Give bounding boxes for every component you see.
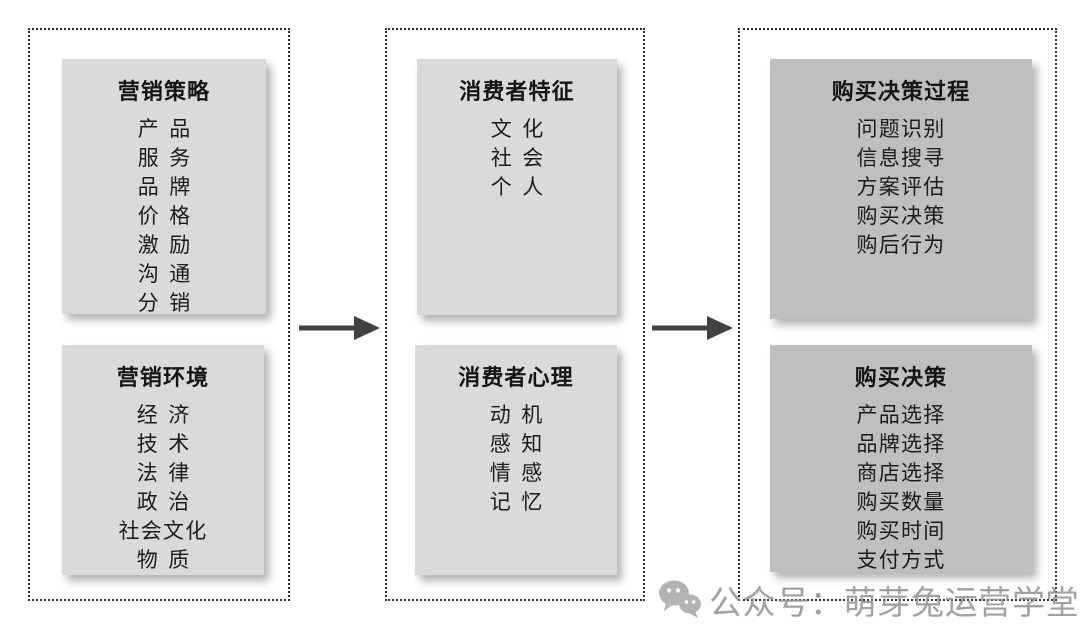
- list-item: 沟通: [137, 262, 201, 286]
- list-item: 购后行为: [856, 233, 946, 257]
- box-marketing-environment: 营销环境 经济 技术 法律 政治 社会文化 物质: [62, 345, 264, 575]
- list-item: 激励: [137, 233, 201, 257]
- list-item: 社会: [490, 146, 554, 170]
- container-marketing-inputs: 营销策略 产品 服务 品牌 价格 激励 沟通 分销 营销环境 经济 技术 法律 …: [28, 28, 290, 601]
- box-decision-process: 购买决策过程 问题识别 信息搜寻 方案评估 购买决策 购后行为: [770, 59, 1032, 319]
- list-item: 产品: [137, 117, 201, 141]
- box-title: 营销策略: [117, 79, 211, 104]
- list-item: 物质: [136, 548, 200, 572]
- box-consumer-characteristics: 消费者特征 文化 社会 个人: [417, 59, 617, 315]
- box-item-list: 经济 技术 法律 政治 社会文化 物质: [62, 401, 264, 575]
- list-item: 问题识别: [856, 117, 946, 141]
- list-item: 购买决策: [856, 204, 946, 228]
- box-item-list: 动机 感知 情感 记忆: [415, 401, 617, 517]
- watermark: 公众号：萌芽兔运营学堂: [658, 576, 1079, 624]
- box-item-list: 产品选择 品牌选择 商店选择 购买数量 购买时间 支付方式: [770, 401, 1032, 575]
- box-title: 购买决策过程: [831, 79, 971, 104]
- watermark-text: 公众号：萌芽兔运营学堂: [709, 584, 1080, 621]
- list-item: 动机: [489, 403, 553, 427]
- box-purchase-decision: 购买决策 产品选择 品牌选择 商店选择 购买数量 购买时间 支付方式: [770, 345, 1032, 572]
- box-title: 消费者特征: [459, 79, 575, 104]
- list-item: 价格: [137, 204, 201, 228]
- box-consumer-psychology: 消费者心理 动机 感知 情感 记忆: [415, 345, 617, 575]
- box-item-list: 产品 服务 品牌 价格 激励 沟通 分销: [62, 115, 266, 318]
- list-item: 支付方式: [856, 548, 946, 572]
- box-item-list: 文化 社会 个人: [417, 115, 617, 202]
- box-title: 消费者心理: [458, 365, 574, 390]
- list-item: 经济: [136, 403, 200, 427]
- list-item: 文化: [490, 117, 554, 141]
- container-consumer-factors: 消费者特征 文化 社会 个人 消费者心理 动机 感知 情感 记忆: [385, 28, 645, 601]
- list-item: 品牌: [137, 175, 201, 199]
- list-item: 法律: [136, 461, 200, 485]
- list-item: 个人: [490, 175, 554, 199]
- list-item: 技术: [136, 432, 200, 456]
- list-item: 情感: [489, 461, 553, 485]
- wechat-icon: [659, 580, 701, 618]
- list-item: 感知: [489, 432, 553, 456]
- list-item: 购买数量: [856, 490, 946, 514]
- list-item: 品牌选择: [856, 432, 946, 456]
- box-title: 营销环境: [116, 365, 210, 390]
- list-item: 政治: [136, 490, 200, 514]
- list-item: 社会文化: [118, 519, 208, 543]
- list-item: 信息搜寻: [856, 146, 946, 170]
- box-marketing-strategy: 营销策略 产品 服务 品牌 价格 激励 沟通 分销: [62, 59, 266, 315]
- arrow-right-icon: [652, 316, 733, 340]
- list-item: 服务: [137, 146, 201, 170]
- container-purchase-decision: 购买决策过程 问题识别 信息搜寻 方案评估 购买决策 购后行为 购买决策 产品选…: [738, 28, 1057, 601]
- box-title: 购买决策: [854, 365, 948, 390]
- list-item: 方案评估: [856, 175, 946, 199]
- list-item: 商店选择: [856, 461, 946, 485]
- list-item: 分销: [137, 291, 201, 315]
- arrow-right-icon: [299, 316, 380, 340]
- box-item-list: 问题识别 信息搜寻 方案评估 购买决策 购后行为: [770, 115, 1032, 260]
- list-item: 购买时间: [856, 519, 946, 543]
- list-item: 产品选择: [856, 403, 946, 427]
- list-item: 记忆: [489, 490, 553, 514]
